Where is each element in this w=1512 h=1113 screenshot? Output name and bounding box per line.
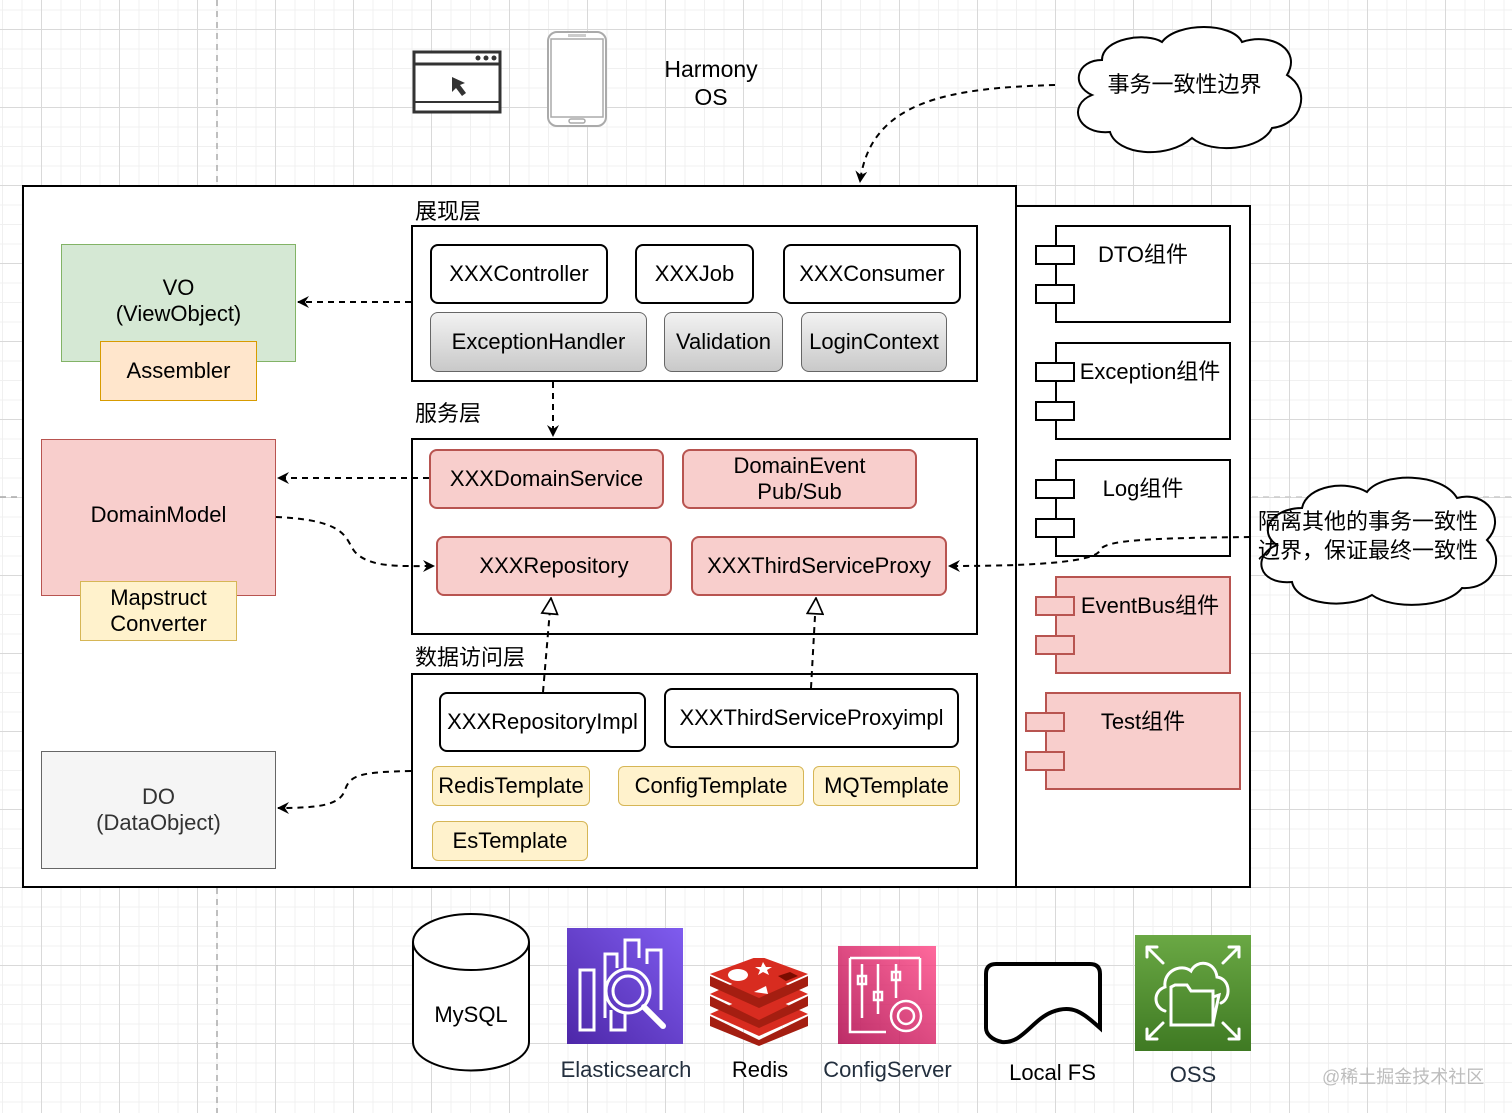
repository-impl-box: XXXRepositoryImpl <box>439 692 646 752</box>
mq-template-box: MQTemplate <box>813 766 960 806</box>
job-box: XXXJob <box>635 244 754 304</box>
component-port-icon <box>1035 362 1075 382</box>
elasticsearch-label: Elasticsearch <box>560 1056 692 1082</box>
config-server-icon <box>838 946 936 1044</box>
controller-box: XXXController <box>430 244 608 304</box>
component-port-icon <box>1025 712 1065 732</box>
component-port-icon <box>1035 635 1075 655</box>
log-component: Log组件 <box>1035 459 1231 557</box>
test-component: Test组件 <box>1025 692 1241 790</box>
config-template-box: ConfigTemplate <box>618 766 804 806</box>
redis-icon <box>708 956 810 1046</box>
es-template-box: EsTemplate <box>432 821 588 861</box>
service-layer-title: 服务层 <box>415 401 482 426</box>
presentation-layer-title: 展现层 <box>415 199 482 224</box>
isolation-boundary-cloud: 隔离其他的事务一致性 边界，保证最终一致性 <box>1252 470 1512 610</box>
redis-label: Redis <box>731 1056 789 1082</box>
domain-event-box: DomainEvent Pub/Sub <box>682 449 917 509</box>
oss-icon <box>1135 935 1251 1051</box>
component-port-icon <box>1035 596 1075 616</box>
assembler-box: Assembler <box>100 341 257 401</box>
elasticsearch-icon <box>567 928 683 1044</box>
dto-component: DTO组件 <box>1035 225 1231 323</box>
redis-template-box: RedisTemplate <box>432 766 590 806</box>
component-port-icon <box>1035 518 1075 538</box>
exception-handler-box: ExceptionHandler <box>430 312 647 372</box>
domain-service-box: XXXDomainService <box>429 449 664 509</box>
third-service-proxy-box: XXXThirdServiceProxy <box>691 536 947 596</box>
data-access-layer-title: 数据访问层 <box>415 645 526 670</box>
cloud-to-boundary-connector <box>855 84 1056 183</box>
mapstruct-converter-box: Mapstruct Converter <box>80 581 237 641</box>
domain-model-box: DomainModel <box>41 439 276 596</box>
oss-label: OSS <box>1169 1061 1217 1087</box>
transaction-boundary-cloud: 事务一致性边界 <box>1062 20 1307 160</box>
watermark: @稀土掘金技术社区 <box>1322 1067 1485 1087</box>
harmony-os-label: Harmony OS <box>664 56 758 110</box>
mobile-phone-icon <box>546 30 608 128</box>
local-fs-label: Local FS <box>1009 1059 1096 1085</box>
data-object-box: DO (DataObject) <box>41 751 276 869</box>
component-port-icon <box>1035 401 1075 421</box>
component-port-icon <box>1035 284 1075 304</box>
validation-box: Validation <box>664 312 783 372</box>
config-server-label: ConfigServer <box>823 1056 952 1082</box>
local-fs-document-icon <box>982 960 1104 1046</box>
eventbus-component: EventBus组件 <box>1035 576 1231 674</box>
mysql-database-icon: MySQL <box>411 912 531 1072</box>
isolation-cloud-text: 隔离其他的事务一致性 边界，保证最终一致性 <box>1258 509 1479 563</box>
repository-box: XXXRepository <box>436 536 672 596</box>
consumer-box: XXXConsumer <box>783 244 961 304</box>
component-port-icon <box>1035 245 1075 265</box>
component-port-icon <box>1035 479 1075 499</box>
exception-component: Exception组件 <box>1035 342 1231 440</box>
component-port-icon <box>1025 751 1065 771</box>
browser-window-icon <box>412 50 502 114</box>
third-service-proxy-impl-box: XXXThirdServiceProxyimpl <box>664 688 959 748</box>
login-context-box: LoginContext <box>801 312 947 372</box>
